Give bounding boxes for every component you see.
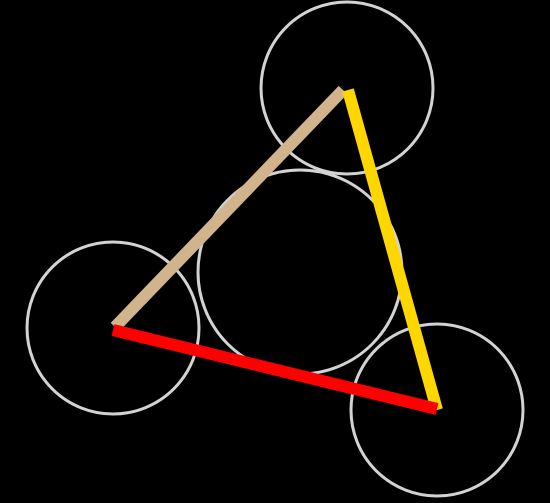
circle-bottom-right — [349, 322, 525, 498]
segment-yellow — [342, 88, 443, 412]
circles-layer — [25, 0, 525, 498]
segment-tan — [110, 85, 348, 332]
segment-red — [111, 324, 439, 415]
circle-left — [25, 240, 201, 416]
segments-layer — [110, 85, 443, 415]
circle-top — [259, 0, 435, 176]
